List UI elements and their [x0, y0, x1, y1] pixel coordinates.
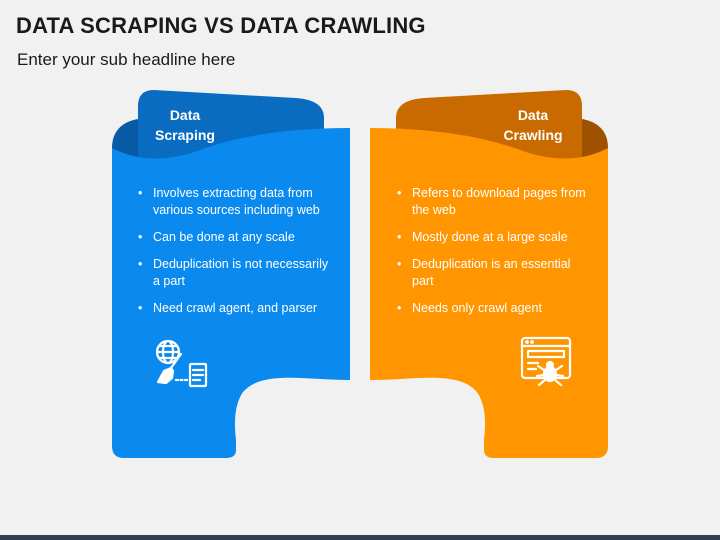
page-title: DATA SCRAPING VS DATA CRAWLING: [16, 13, 426, 38]
crawling-bullet-list: Refers to download pages from the web Mo…: [397, 185, 592, 327]
list-item: Involves extracting data from various so…: [138, 185, 338, 219]
list-item: Needs only crawl agent: [397, 300, 592, 317]
list-item: Refers to download pages from the web: [397, 185, 592, 219]
web-crawler-icon: [520, 336, 572, 387]
list-item: Need crawl agent, and parser: [138, 300, 338, 317]
list-item: Mostly done at a large scale: [397, 229, 592, 246]
scraping-heading: Data Scraping: [145, 105, 225, 145]
scraping-heading-line1: Data: [169, 107, 201, 123]
scraping-bullet-list: Involves extracting data from various so…: [138, 185, 338, 327]
list-item: Deduplication is an essential part: [397, 256, 592, 290]
web-scraping-icon: [155, 339, 208, 388]
crawling-heading-line2: Crawling: [503, 127, 563, 143]
list-item: Deduplication is not necessarily a part: [138, 256, 338, 290]
list-item: Can be done at any scale: [138, 229, 338, 246]
bottom-bar: [0, 535, 720, 540]
scraping-heading-line2: Scraping: [155, 127, 215, 143]
crawling-heading-line1: Data: [517, 107, 549, 123]
crawling-heading: Data Crawling: [493, 105, 573, 145]
page-subtitle: Enter your sub headline here: [17, 50, 236, 69]
